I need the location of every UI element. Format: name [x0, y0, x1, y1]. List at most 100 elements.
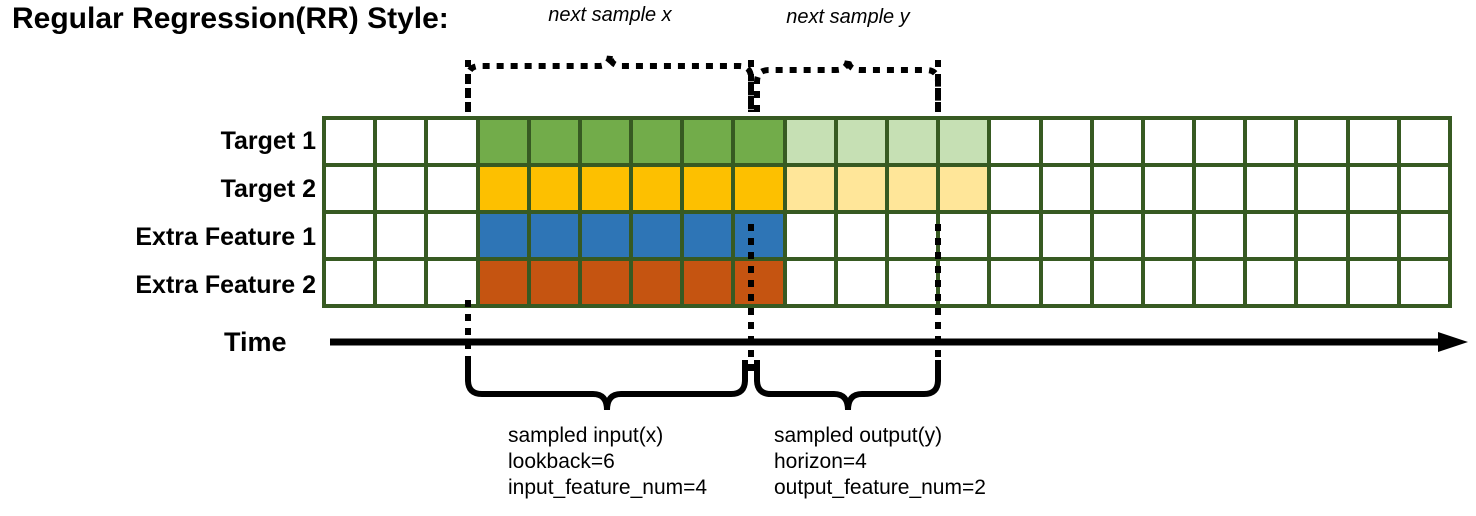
grid-cell-r4-c18 [1196, 261, 1244, 304]
annotation-next-sample-x: next sample x [548, 4, 672, 26]
grid-cell-r2-c11 [837, 167, 885, 210]
grid-cell-r1-c20 [1298, 120, 1346, 163]
sampled-output-line-3: output_feature_num=2 [774, 476, 986, 499]
grid-cell-r1-c18 [1196, 120, 1244, 163]
row-label-extra-feature-1: Extra Feature 1 [135, 223, 316, 251]
grid-cell-r3-c11 [837, 214, 885, 257]
grid-cell-r2-c8 [684, 167, 732, 210]
grid-cell-r1-c16 [1093, 120, 1141, 163]
row-label-target-2: Target 2 [220, 175, 316, 203]
grid-cell-r1-c21 [1349, 120, 1397, 163]
grid-cell-r3-c5 [530, 214, 578, 257]
grid-cell-r1-c9 [735, 120, 783, 163]
grid-cell-r3-c17 [1144, 214, 1193, 257]
grid-cell-r2-c5 [530, 167, 578, 210]
grid-cell-r2-c9 [735, 167, 783, 210]
grid-cell-r2-c2 [377, 167, 425, 210]
grid-cell-r3-c8 [684, 214, 732, 257]
grid-cell-r2-c19 [1247, 167, 1295, 210]
grid-cell-r2-c7 [633, 167, 681, 210]
grid-cell-r3-c20 [1298, 214, 1346, 257]
grid-cell-r4-c22 [1400, 261, 1448, 304]
grid-cell-r2-c1 [326, 167, 374, 210]
grid-cell-r2-c10 [786, 167, 834, 210]
grid-cell-r1-c6 [581, 120, 630, 163]
grid-cell-r4-c17 [1144, 261, 1193, 304]
grid-cell-r3-c22 [1400, 214, 1448, 257]
grid-cell-r4-c6 [581, 261, 630, 304]
time-axis-label: Time [224, 327, 287, 357]
grid-cell-r1-c11 [837, 120, 885, 163]
grid-cell-r4-c7 [633, 261, 681, 304]
grid-cell-r4-c20 [1298, 261, 1346, 304]
grid-cell-r2-c15 [1042, 167, 1090, 210]
annotation-sampled-output: sampled output(y) horizon=4 output_featu… [774, 423, 986, 501]
grid-cell-r3-c7 [633, 214, 681, 257]
grid-cell-r4-c9 [735, 261, 783, 304]
grid-cell-r2-c18 [1196, 167, 1244, 210]
grid-cell-r3-c3 [428, 214, 476, 257]
annotation-sampled-input: sampled input(x) lookback=6 input_featur… [508, 423, 707, 501]
grid-cell-r2-c20 [1298, 167, 1346, 210]
grid-cell-r4-c14 [991, 261, 1039, 304]
grid-cell-r3-c15 [1042, 214, 1090, 257]
grid-cell-r3-c18 [1196, 214, 1244, 257]
grid-cell-r2-c6 [581, 167, 630, 210]
grid-cell-r2-c21 [1349, 167, 1397, 210]
grid-cell-r1-c3 [428, 120, 476, 163]
grid-cell-r4-c1 [326, 261, 374, 304]
grid-cell-r1-c12 [889, 120, 937, 163]
grid-cell-r1-c1 [326, 120, 374, 163]
timeseries-grid [322, 116, 1452, 308]
grid-cell-r2-c4 [479, 167, 527, 210]
grid-cell-r4-c13 [940, 261, 988, 304]
grid-cell-r1-c5 [530, 120, 578, 163]
grid-cell-r3-c12 [889, 214, 937, 257]
sampled-input-line-2: lookback=6 [508, 450, 615, 473]
grid-cell-r4-c19 [1247, 261, 1295, 304]
grid-cell-r3-c16 [1093, 214, 1141, 257]
sampled-input-line-3: input_feature_num=4 [508, 476, 708, 499]
grid-cell-r3-c1 [326, 214, 374, 257]
grid-cell-r2-c14 [991, 167, 1039, 210]
grid-cell-r3-c6 [581, 214, 630, 257]
grid-cell-r1-c8 [684, 120, 732, 163]
grid-cell-r4-c21 [1349, 261, 1397, 304]
grid-cell-r3-c10 [786, 214, 834, 257]
row-label-extra-feature-2: Extra Feature 2 [135, 271, 316, 299]
grid-cell-r1-c2 [377, 120, 425, 163]
grid-cell-r1-c15 [1042, 120, 1090, 163]
sampled-output-line-1: sampled output(y) [774, 424, 943, 447]
grid-cell-r3-c2 [377, 214, 425, 257]
grid-cell-r3-c14 [991, 214, 1039, 257]
grid-cell-r1-c19 [1247, 120, 1295, 163]
grid-cell-r4-c11 [837, 261, 885, 304]
grid-cell-r1-c14 [991, 120, 1039, 163]
grid-cell-r3-c13 [940, 214, 988, 257]
brace-next-sample-x [465, 53, 754, 112]
grid-cell-r4-c3 [428, 261, 476, 304]
grid-cell-r4-c16 [1093, 261, 1141, 304]
grid-cell-r4-c5 [530, 261, 578, 304]
brace-next-sample-y [754, 57, 941, 112]
grid-cell-r1-c4 [479, 120, 527, 163]
grid-cell-r2-c17 [1144, 167, 1193, 210]
grid-cell-r2-c16 [1093, 167, 1141, 210]
grid-cell-r1-c7 [633, 120, 681, 163]
sampled-output-line-2: horizon=4 [774, 450, 867, 473]
grid-cell-r2-c3 [428, 167, 476, 210]
sampled-input-line-1: sampled input(x) [508, 424, 664, 447]
grid-cell-r2-c22 [1400, 167, 1448, 210]
grid-cell-r4-c4 [479, 261, 527, 304]
grid-cell-r1-c22 [1400, 120, 1448, 163]
grid-cell-r4-c8 [684, 261, 732, 304]
time-axis-arrow [330, 332, 1468, 352]
grid-cell-r3-c19 [1247, 214, 1295, 257]
grid-cell-r4-c15 [1042, 261, 1090, 304]
grid-cell-r4-c10 [786, 261, 834, 304]
row-label-target-1: Target 1 [220, 127, 316, 155]
brace-sampled-input [465, 360, 748, 411]
annotation-next-sample-y: next sample y [786, 6, 910, 28]
grid-cell-r2-c13 [940, 167, 988, 210]
grid-cell-r3-c4 [479, 214, 527, 257]
